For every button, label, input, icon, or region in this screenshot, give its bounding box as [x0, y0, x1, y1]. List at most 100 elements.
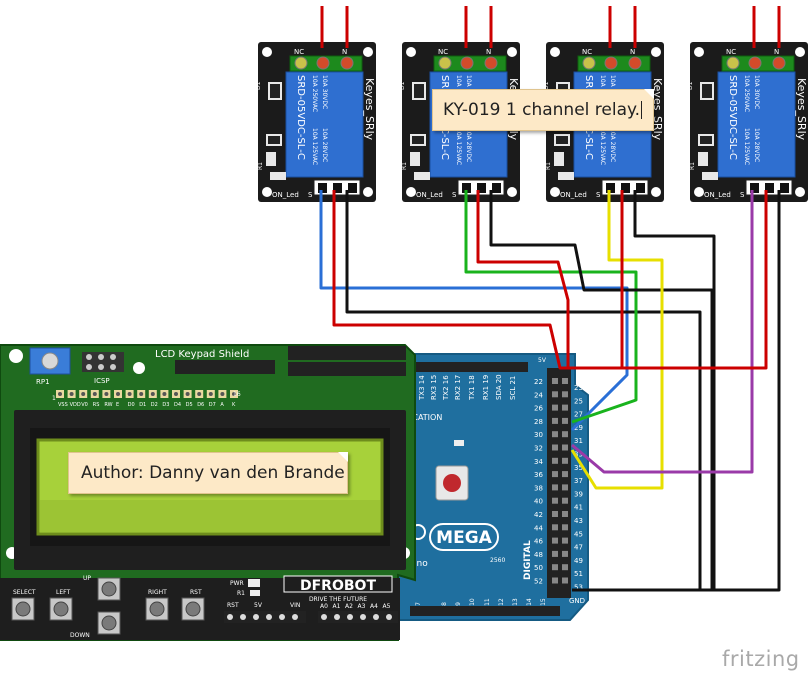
- lcd-analog-pin: [334, 614, 340, 620]
- mega-pin-number: 52: [534, 578, 543, 586]
- mega-pin-number: 31: [574, 437, 583, 445]
- relay-rating-text: 10A 250VAC: [743, 75, 750, 112]
- relay-terminal-label: N: [342, 48, 347, 56]
- lcd-analog-label: A3: [358, 603, 366, 610]
- lcd-header-pin: [195, 390, 204, 398]
- author-note-text: Author: Danny van den Brande: [81, 463, 345, 483]
- mega-5v-label: 5V: [538, 357, 547, 364]
- lcd-header-pin: [114, 390, 122, 398]
- relay-model-text: SRD-05VDC-SL-C: [295, 75, 306, 160]
- relay-signal-label: S: [740, 191, 745, 199]
- up-label: UP: [83, 575, 91, 582]
- mega-analog-pin-label: A10: [469, 598, 476, 610]
- mega-digital-label: DIGITAL: [523, 540, 533, 580]
- mega-header-pin: [562, 404, 568, 411]
- relay-rating-text: 10A 125VAC: [743, 128, 750, 165]
- dfrobot-logo: DFROBOT: [300, 578, 376, 594]
- mega-pin-number: 50: [534, 564, 543, 572]
- text-cursor: [641, 101, 642, 119]
- mega-header-pin: [562, 471, 568, 478]
- mega-logo: MEGA: [436, 528, 492, 548]
- mega-analog-pin-label: A7: [415, 602, 422, 610]
- lcd-pin-label: VDD: [70, 402, 81, 408]
- mega-header-pin: [552, 537, 558, 544]
- mega-pin-number: 29: [574, 424, 583, 432]
- lcd-analog-pin: [373, 614, 379, 620]
- select-button[interactable]: [11, 597, 35, 621]
- relay-d-label: D1: [687, 81, 694, 90]
- lcd-header-pin: [90, 390, 99, 398]
- relay-note[interactable]: KY-019 1 channel relay.: [432, 89, 654, 131]
- mega-header-pin: [562, 511, 568, 517]
- mega-analog-pin-label: A13: [512, 598, 519, 610]
- fritzing-logo: fritzing: [722, 647, 800, 671]
- lcd-power-pin: [292, 614, 298, 620]
- lcd-pin-label: D4: [174, 402, 181, 408]
- lcd-pin-label: RW: [104, 402, 112, 408]
- mega-header-pin: [562, 431, 568, 438]
- mega-pin-number: 48: [534, 551, 543, 559]
- lcd-pin-label: V0: [81, 402, 88, 408]
- lcd-header-pin: [67, 390, 76, 398]
- mega-header-pin: [552, 391, 558, 398]
- wire-green-relay2: [464, 190, 638, 424]
- relay-r-label: R1: [689, 162, 696, 170]
- mega-analog-pin-label: A11: [484, 598, 491, 610]
- mega-header-pin: [552, 457, 558, 464]
- lcd-pin-label: D3: [162, 402, 169, 408]
- mega-header-pin: [552, 550, 558, 557]
- mega-comm-pin-labels: TX3 14 RX3 15 TX2 16 RX2 17 TX1 18 RX1 1…: [418, 374, 517, 401]
- power-pin-vin: VIN: [290, 602, 300, 609]
- right-button[interactable]: [145, 597, 169, 621]
- mega-pin-number: 26: [534, 405, 543, 413]
- lcd-bottom-pin-header: [227, 614, 392, 620]
- relay-r-label: R1: [257, 162, 264, 170]
- mega-pin-number: 24: [534, 391, 543, 399]
- down-label: DOWN: [70, 632, 90, 639]
- lcd-analog-label: A5: [383, 603, 391, 610]
- mega-header-pin: [562, 537, 568, 544]
- relay-signal-label: S: [452, 191, 457, 199]
- lcd-header-pin: [125, 390, 134, 398]
- mega-pin-number: 39: [574, 490, 583, 498]
- author-note[interactable]: Author: Danny van den Brande: [68, 452, 348, 494]
- relay-brand-text: Keyes_SRly: [795, 78, 808, 141]
- select-label: SELECT: [13, 589, 36, 596]
- down-button[interactable]: [97, 611, 121, 635]
- mega-header-pin: [552, 444, 558, 451]
- mega-gnd-label: GND: [569, 597, 585, 605]
- up-button[interactable]: [97, 577, 121, 601]
- left-label: LEFT: [56, 589, 70, 596]
- relay-rating-text: 10A 30VDC: [753, 75, 760, 109]
- left-button[interactable]: [49, 597, 73, 621]
- relay-terminal-label: NC: [294, 48, 304, 56]
- lcd-pin-label: D7: [209, 402, 216, 408]
- relay-brand-text: Keyes_SRly: [651, 78, 664, 141]
- relay-rating-text: 10A 125VAC: [599, 128, 606, 165]
- mega-pin-number: 41: [574, 504, 583, 512]
- mega-pin-number: 28: [534, 418, 543, 426]
- r1-label: R1: [237, 590, 245, 597]
- power-pin-rst: RST: [227, 602, 239, 609]
- mega-pin-number: 44: [534, 524, 543, 532]
- mega-pin-number: 38: [534, 484, 543, 492]
- lcd-analog-pin: [386, 614, 392, 620]
- right-label: RIGHT: [148, 589, 167, 596]
- rst-button[interactable]: [181, 597, 205, 621]
- lcd-header-pin: [148, 390, 157, 398]
- relay-led-label: ON_Led: [416, 191, 443, 199]
- mega-comm-pin-label: RX1 19: [482, 375, 490, 400]
- mega-model: 2560: [490, 557, 505, 564]
- lcd-power-pin: [279, 614, 285, 620]
- mega-communication-label: ICATION: [410, 413, 442, 422]
- lcd-pin-first: 1: [52, 395, 56, 402]
- mega-header-pin: [562, 378, 568, 384]
- mega-pin-number: 33: [574, 451, 583, 459]
- mega-analog-pin-label: A8: [441, 602, 448, 610]
- mega-pin-number: 45: [574, 530, 583, 538]
- relay-rating-text: 10A 28VDC: [609, 128, 616, 162]
- mega-analog-pin-label: A15: [540, 598, 547, 610]
